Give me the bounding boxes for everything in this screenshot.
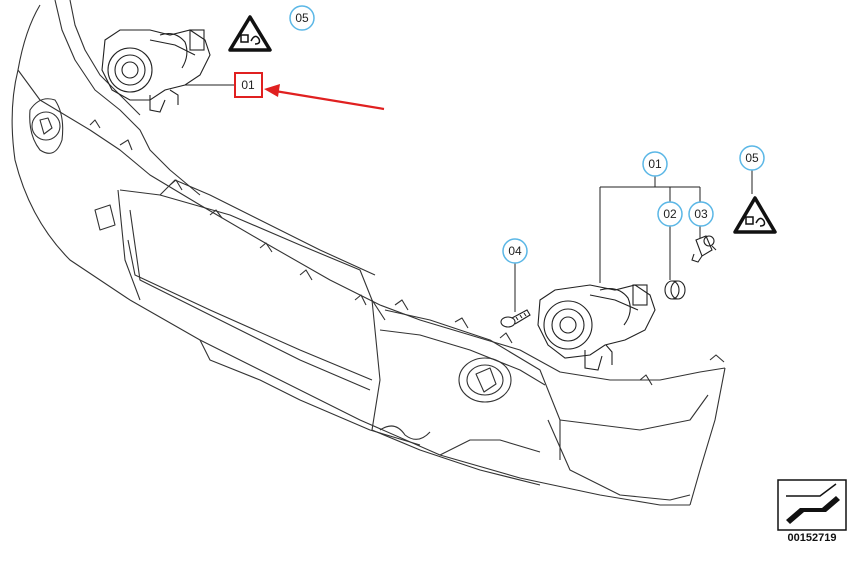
fog-lamp-right (537, 284, 656, 371)
callout-01-top-highlighted: 01 (234, 72, 263, 98)
diagram-number: 00152719 (787, 532, 837, 544)
fog-lamp-top (101, 29, 211, 113)
callout-05-top: 05 (289, 5, 315, 31)
svg-text:02: 02 (663, 207, 677, 221)
callout-01-right: 01 (642, 151, 668, 177)
callout-05-right: 05 (739, 145, 765, 171)
callout-04: 04 (502, 238, 528, 264)
leader-lines (185, 84, 753, 312)
svg-text:04: 04 (508, 244, 522, 258)
callout-02: 02 (657, 201, 683, 227)
front-bumper (11, 0, 726, 506)
svg-text:05: 05 (295, 11, 309, 25)
warning-triangle-top (228, 15, 272, 52)
front-direction-icon (777, 479, 847, 531)
svg-text:03: 03 (694, 207, 708, 221)
screw (500, 309, 531, 328)
fog-bulb (691, 235, 717, 263)
warning-triangle-right (733, 196, 777, 234)
svg-text:05: 05 (745, 151, 759, 165)
svg-text:01: 01 (241, 78, 255, 92)
red-pointer-arrow (264, 84, 385, 111)
svg-text:01: 01 (648, 157, 662, 171)
callout-03: 03 (688, 201, 714, 227)
bulb-socket (664, 280, 686, 300)
